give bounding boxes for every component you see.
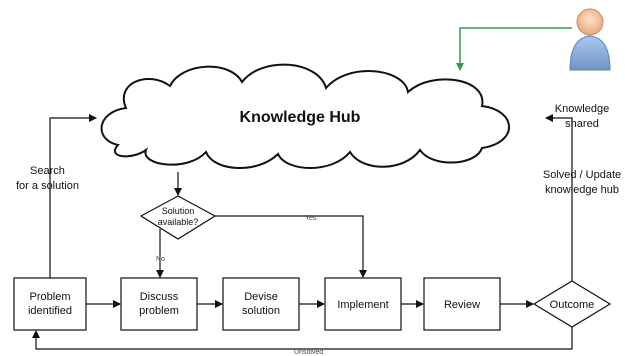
no-label: No: [156, 256, 165, 263]
implement-label: Implement: [337, 299, 388, 311]
search-label-line2: for a solution: [16, 180, 79, 192]
problem-identified-label-line1: Problem: [30, 291, 71, 303]
problem-identified-label-line2: identified: [28, 305, 72, 317]
edge-unsolved-loop: [32, 327, 573, 350]
devise-solution-label-line1: Devise: [244, 291, 278, 303]
search-label-line1: Search: [30, 165, 65, 177]
yes-label: Yes: [305, 215, 317, 222]
user-icon: [569, 8, 611, 71]
discuss-problem-box: [120, 277, 198, 331]
solved-update-label-line2: knowledge hub: [545, 184, 619, 196]
knowledge-shared-label-line1: Knowledge: [555, 103, 609, 115]
solution-available-decision: [139, 195, 217, 240]
review-label: Review: [444, 299, 480, 311]
user-hub-connector: [456, 27, 572, 71]
problem-identified-box: [13, 277, 87, 331]
implement-box: [324, 277, 402, 331]
edge-search-to-hub: [49, 114, 97, 278]
unsolved-label: Unsolved: [294, 349, 323, 356]
edge-solved-to-hub: [545, 114, 573, 281]
outcome-label: Outcome: [550, 299, 595, 311]
knowledge-hub-title: Knowledge Hub: [240, 109, 361, 126]
knowledge-hub-cloud: [100, 63, 510, 169]
discuss-problem-label-line2: problem: [139, 305, 179, 317]
solved-update-label-line1: Solved / Update: [543, 169, 621, 181]
solution-available-label-line1: Solution: [162, 206, 195, 216]
solution-available-label-line2: available?: [158, 217, 199, 227]
discuss-problem-label-line1: Discuss: [140, 291, 179, 303]
edge-decision-yes: [215, 215, 367, 278]
knowledge-shared-label-line2: shared: [565, 118, 599, 130]
devise-solution-box: [222, 277, 300, 331]
devise-solution-label-line2: solution: [242, 305, 280, 317]
